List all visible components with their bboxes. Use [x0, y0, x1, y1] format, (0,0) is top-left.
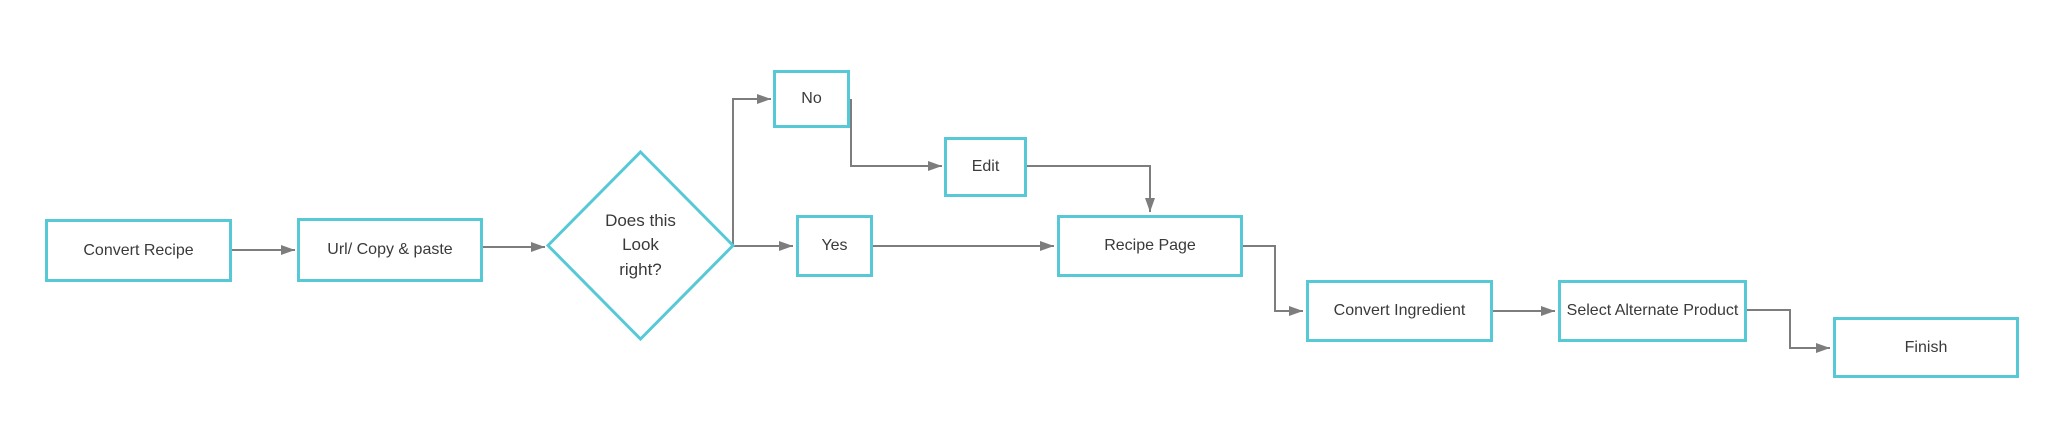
edge-edit-to-recipe-page — [1027, 165, 1155, 212]
edge-select-to-finish — [1747, 309, 1830, 353]
node-label: Does this Look right? — [605, 210, 676, 279]
node-label: Convert Recipe — [83, 241, 194, 259]
node-label: No — [801, 90, 822, 108]
node-no[interactable]: No — [773, 70, 850, 128]
node-select-alternate-product[interactable]: Select Alternate Product — [1558, 280, 1747, 342]
node-label: Edit — [971, 158, 1000, 176]
node-does-this-look-right[interactable]: Does this Look right? — [548, 152, 733, 339]
node-convert-ingredient[interactable]: Convert Ingredient — [1306, 280, 1493, 342]
node-label: Select Alternate Product — [1566, 302, 1739, 320]
node-yes[interactable]: Yes — [796, 215, 873, 277]
node-finish[interactable]: Finish — [1833, 317, 2019, 378]
node-label: Url/ Copy & paste — [327, 241, 453, 259]
node-label: Finish — [1904, 338, 1948, 356]
node-url-copy-paste[interactable]: Url/ Copy & paste — [297, 218, 483, 282]
node-label: Convert Ingredient — [1333, 302, 1466, 320]
node-convert-recipe[interactable]: Convert Recipe — [45, 219, 232, 282]
edge-recipe-page-to-convert-ingredient — [1243, 245, 1303, 316]
node-recipe-page[interactable]: Recipe Page — [1057, 215, 1243, 277]
node-edit[interactable]: Edit — [944, 137, 1027, 197]
decision-diamond-shape — [545, 149, 736, 342]
node-label: Recipe Page — [1104, 237, 1196, 255]
node-label: Yes — [821, 237, 848, 255]
edge-no-to-edit — [850, 99, 942, 171]
edge-decision-to-no — [732, 94, 771, 246]
